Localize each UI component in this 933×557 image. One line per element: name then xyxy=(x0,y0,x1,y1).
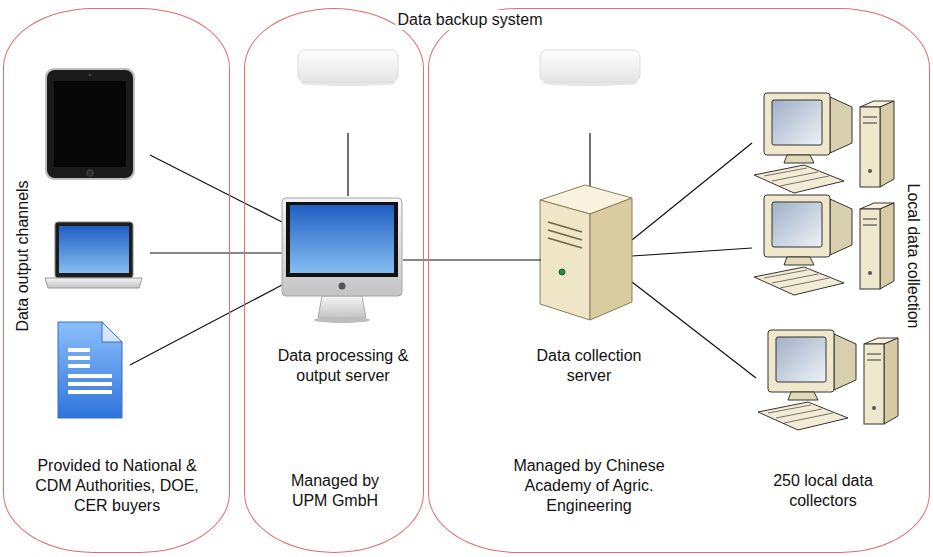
region-caption: 250 local data collectors xyxy=(763,471,883,511)
server-tower-icon-part xyxy=(540,200,590,320)
group-region: Data collection server Local data collect… xyxy=(428,8,930,553)
node-label: Data collection server xyxy=(524,346,654,386)
vertical-label: Local data collection xyxy=(903,184,923,329)
node-label: Data processing & output server xyxy=(268,346,418,386)
connector-lines-part xyxy=(150,155,282,222)
laptop-icon-part xyxy=(55,222,133,278)
connector-lines-part xyxy=(130,285,282,365)
tablet-icon xyxy=(45,68,135,180)
document-icon-part xyxy=(58,322,122,418)
section-label: Data backup system xyxy=(395,10,546,30)
connector-lines-part xyxy=(632,282,756,378)
tablet-icon-part xyxy=(54,81,126,167)
server-node: Data processing & output server xyxy=(283,199,403,326)
document-icon-part xyxy=(68,374,112,378)
group-region: Data output channelsProvided to National… xyxy=(3,8,230,553)
vertical-label: Data output channels xyxy=(13,180,33,331)
document-icon-part xyxy=(68,356,90,360)
imac-icon-part xyxy=(282,198,402,296)
document-icon-part xyxy=(102,322,122,342)
backup-device-icon-part xyxy=(298,50,398,82)
server-tower-icon-part xyxy=(559,269,565,275)
server-tower-icon-part xyxy=(548,238,582,248)
tablet-icon-part xyxy=(47,70,133,178)
backup-device-icon xyxy=(298,50,398,86)
document-icon-part xyxy=(68,382,112,386)
tablet-icon-part xyxy=(45,68,135,180)
imac-icon xyxy=(282,198,402,323)
connector-lines-part xyxy=(632,248,752,256)
imac-icon-part xyxy=(314,317,370,323)
connector-lines-part xyxy=(347,133,348,196)
imac-icon-part xyxy=(290,205,394,273)
connector-lines-part xyxy=(150,252,282,253)
backup-device-icon-part xyxy=(540,50,640,82)
server-tower-icon-part xyxy=(548,222,582,232)
document-icon-part xyxy=(68,364,90,368)
region-caption: Managed by UPM GmbH xyxy=(283,471,388,511)
illustration-part xyxy=(754,195,894,295)
connector-lines-part xyxy=(632,143,752,240)
imac-icon-part xyxy=(286,202,398,277)
document-icon-part xyxy=(68,390,112,394)
laptop-icon-part xyxy=(59,226,129,273)
server-tower-icon-part xyxy=(590,198,632,320)
server-tower-icon xyxy=(540,185,632,320)
group-region: Data processing & output serverManaged b… xyxy=(244,8,424,553)
imac-icon-part xyxy=(318,296,366,318)
region-caption: Managed by Chinese Academy of Agric. Eng… xyxy=(504,456,674,516)
laptop-icon xyxy=(45,222,142,288)
illustration-part xyxy=(754,93,894,193)
server-node: Data collection server xyxy=(541,186,633,321)
server-tower-icon-part xyxy=(548,230,582,240)
imac-icon-part xyxy=(339,283,346,290)
region-caption: Provided to National & CDM Authorities, … xyxy=(30,456,205,516)
laptop-icon-part xyxy=(45,278,142,288)
tablet-icon-part xyxy=(87,170,93,176)
connector-lines xyxy=(130,133,756,378)
document-icon xyxy=(58,322,122,418)
tablet-icon-part xyxy=(89,74,92,77)
illustration-part xyxy=(758,330,898,430)
connector-lines-part xyxy=(589,133,590,187)
backup-device-icon xyxy=(540,50,640,86)
document-icon-part xyxy=(68,348,90,352)
